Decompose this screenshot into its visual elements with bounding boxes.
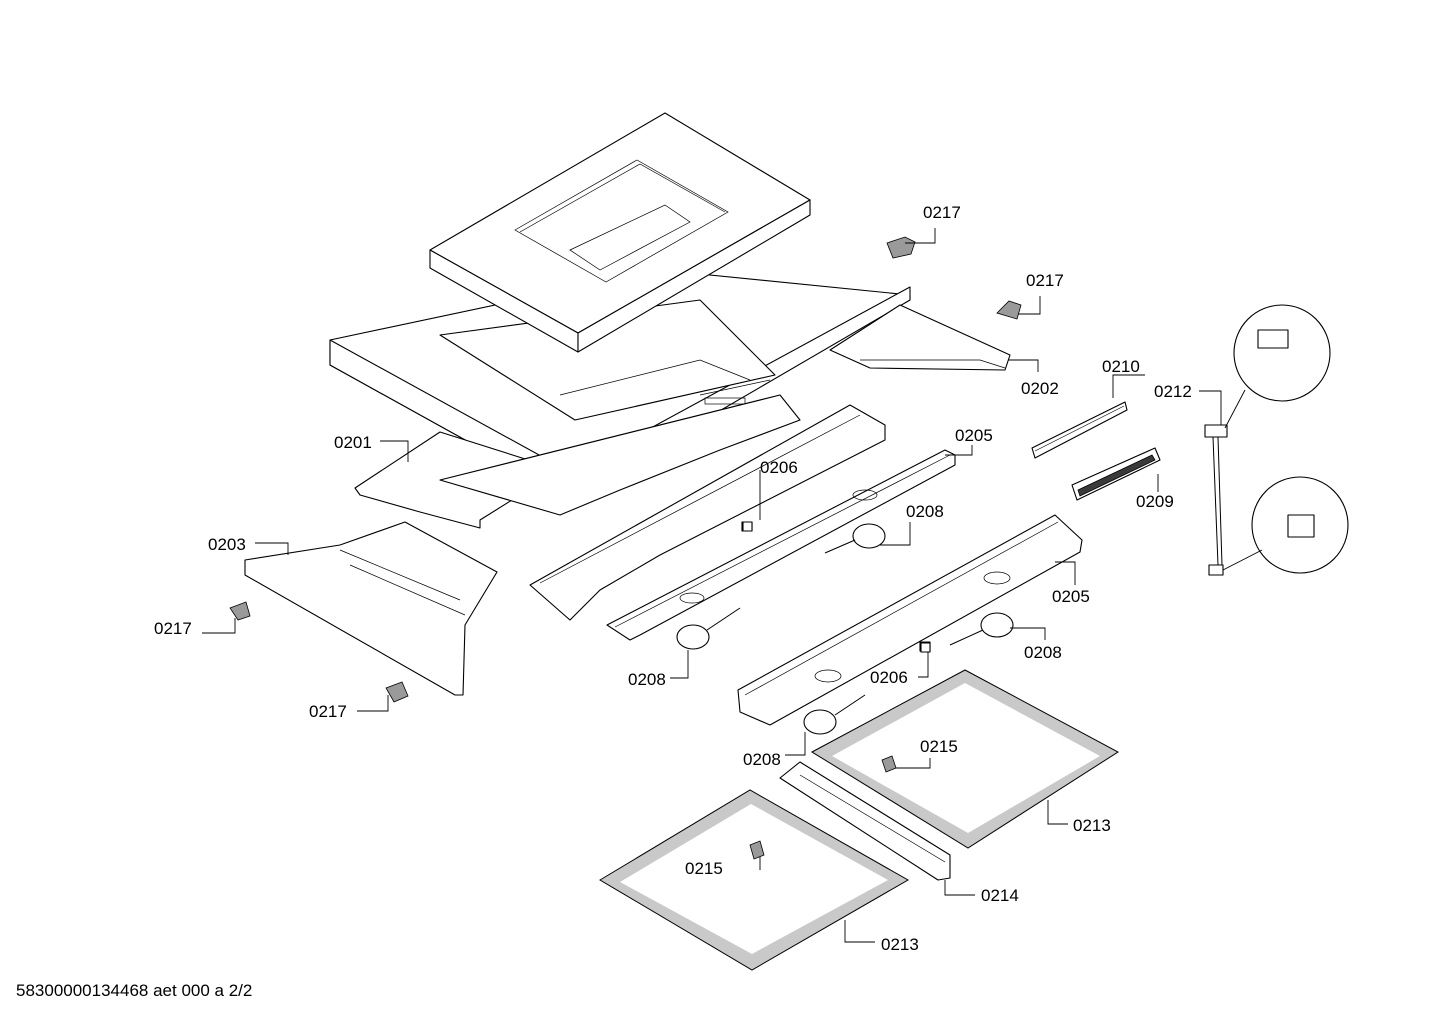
- central-tray-part: [529, 404, 886, 621]
- callout-0205-a: 0205: [955, 426, 993, 445]
- callout-0210: 0210: [1102, 357, 1140, 376]
- callout-0208-d: 0208: [743, 750, 781, 769]
- clip-a: [742, 521, 753, 532]
- clip-b: [920, 642, 931, 653]
- bar-0210: [1031, 401, 1128, 459]
- side-duct-part: [244, 521, 498, 696]
- callout-0209: 0209: [1136, 492, 1174, 511]
- callout-0213-b: 0213: [881, 935, 919, 954]
- callout-0203: 0203: [208, 535, 246, 554]
- callout-0208-a: 0208: [906, 502, 944, 521]
- callout-0208-b: 0208: [1024, 643, 1062, 662]
- lamp-knob-c: [949, 612, 1014, 646]
- callout-0214: 0214: [981, 886, 1019, 905]
- callout-0208-c: 0208: [628, 670, 666, 689]
- callout-0212: 0212: [1154, 382, 1192, 401]
- fastener-c: [229, 601, 251, 621]
- filter-frame-part: [354, 394, 801, 529]
- cable-harness: [1204, 304, 1349, 576]
- fastener-a: [886, 236, 916, 259]
- callout-0217-d: 0217: [309, 702, 347, 721]
- callout-0215-a: 0215: [920, 737, 958, 756]
- callout-0206-b: 0206: [870, 668, 908, 687]
- callout-0201: 0201: [334, 433, 372, 452]
- filter-clip-b: [749, 840, 765, 860]
- callout-0217-a: 0217: [923, 203, 961, 222]
- support-bracket: [779, 761, 951, 881]
- drawing-id-footer: 58300000134468 aet 000 a 2/2: [16, 981, 253, 1000]
- bar-0209: [1071, 447, 1161, 501]
- grease-filter-lower: [599, 789, 910, 971]
- lamp-knob-a: [824, 523, 886, 554]
- duct-plate-part: [829, 304, 1011, 371]
- lamp-knob-d: [803, 694, 866, 735]
- grease-filter-upper: [810, 669, 1119, 849]
- callout-0217-b: 0217: [1026, 271, 1064, 290]
- callout-0217-c: 0217: [154, 619, 192, 638]
- lamp-knob-b: [676, 607, 741, 650]
- chimney-cover-part: [429, 112, 811, 353]
- callout-0213-a: 0213: [1073, 816, 1111, 835]
- callout-0206-a: 0206: [760, 458, 798, 477]
- callout-0202: 0202: [1021, 379, 1059, 398]
- callout-0205-b: 0205: [1052, 587, 1090, 606]
- fastener-d: [385, 681, 409, 703]
- callout-0215-b: 0215: [685, 859, 723, 878]
- fastener-b: [996, 300, 1022, 320]
